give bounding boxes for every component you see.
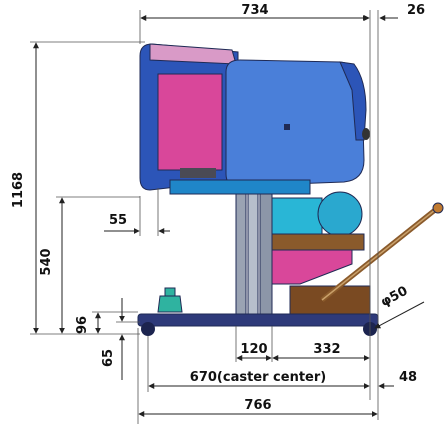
dim-766-label: 766: [244, 398, 271, 413]
dim-120-label: 120: [240, 342, 267, 357]
printer-front-cover: [339, 61, 367, 141]
status-indicator: [284, 124, 290, 130]
caster-left: [141, 322, 155, 336]
take-up-roll: [317, 191, 363, 237]
dim-670-label: 670(caster center): [190, 370, 326, 385]
magenta-panel-vent: [180, 168, 216, 178]
handle-highlight: [321, 205, 441, 301]
front-latch: [362, 128, 370, 140]
stand-base: [137, 313, 379, 327]
dim-96-label: 96: [75, 316, 90, 334]
dim-65-label: 65: [101, 349, 116, 367]
stand-leg-left: [235, 189, 247, 315]
lower-cyan-unit: [271, 197, 323, 235]
dim-26-label: 26: [407, 3, 425, 18]
dimension-annotations: 734 26 1168 540 55 96 65 120: [11, 3, 425, 424]
lower-magenta-unit: [271, 249, 353, 285]
stand-leg-middle: [247, 189, 259, 315]
printer-body-right: [225, 59, 365, 187]
dim-leader-phi50: [374, 301, 425, 329]
printer-top-cover: [149, 43, 237, 65]
dim-1168-label: 1168: [11, 172, 26, 208]
dim-phi50-label: φ50: [378, 284, 410, 311]
take-up-bracket: [271, 233, 365, 251]
waste-ink-tank: [157, 295, 183, 313]
printer-magenta-panel: [157, 73, 223, 171]
dim-540-label: 540: [39, 248, 54, 275]
printer-bottom-tray: [169, 179, 311, 195]
dim-734-label: 734: [241, 3, 268, 18]
handle-knob: [432, 202, 444, 214]
printer-machine: [137, 43, 444, 336]
stand-leg-right: [259, 189, 273, 315]
dim-332-label: 332: [313, 342, 340, 357]
media-basket: [289, 285, 371, 315]
dim-48-label: 48: [399, 370, 417, 385]
dim-55-label: 55: [109, 213, 127, 228]
waste-ink-tank-cap: [164, 287, 176, 297]
